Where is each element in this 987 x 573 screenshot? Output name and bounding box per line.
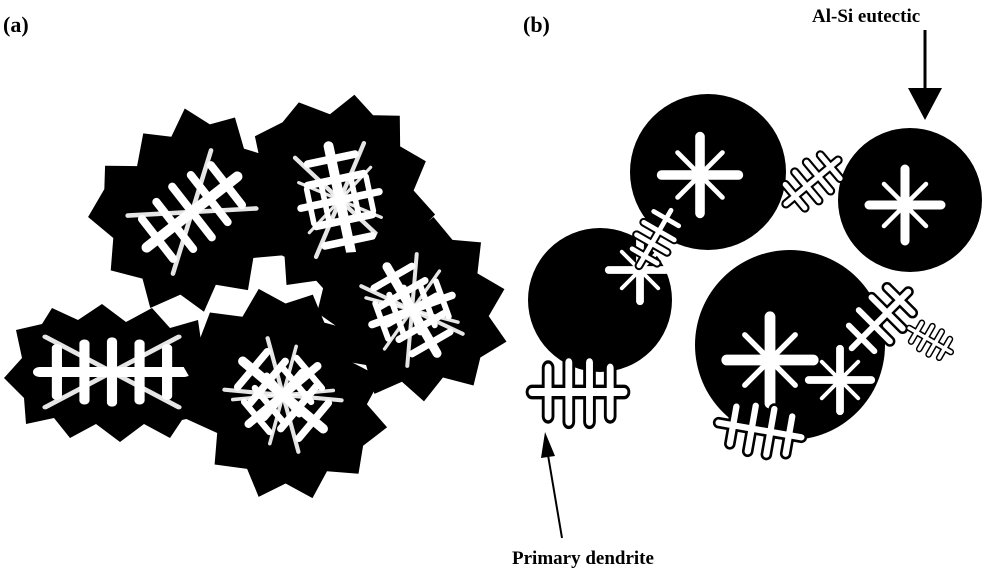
grain-a4	[4, 304, 216, 442]
dendrite-callout-label: Primary dendrite	[512, 548, 654, 570]
panel-b-structure	[528, 94, 982, 460]
dendrite-arrow	[541, 432, 562, 538]
panel-a-label: (a)	[3, 12, 29, 38]
panel-b-label: (b)	[523, 12, 550, 38]
eutectic-callout-label: Al-Si eutectic	[812, 6, 920, 28]
eutectic-arrow	[908, 30, 942, 120]
panel-a-grains	[4, 79, 532, 535]
